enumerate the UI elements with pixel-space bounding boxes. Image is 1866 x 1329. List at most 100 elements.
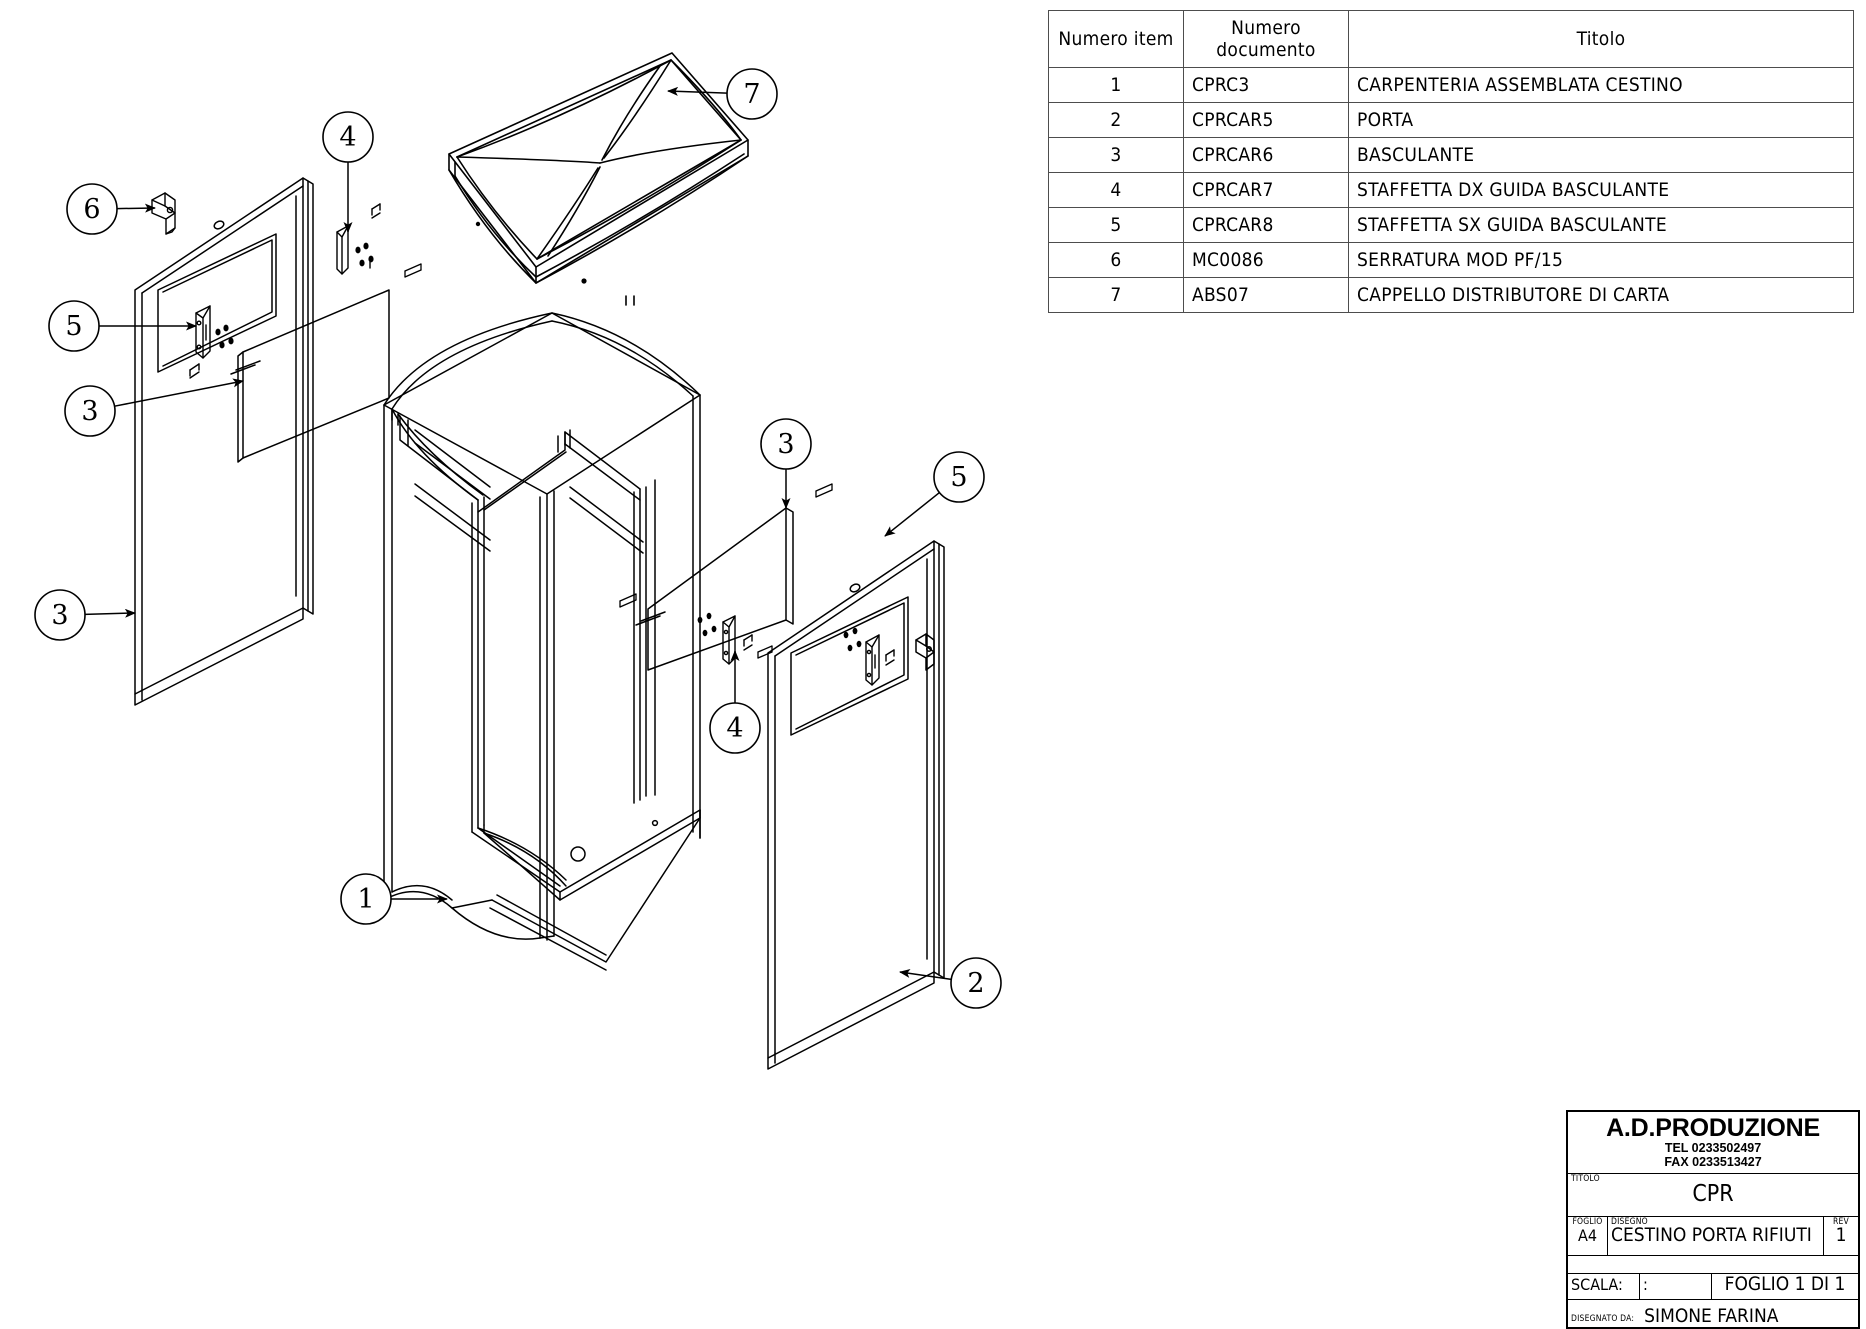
part-staffetta-dx-right: [722, 615, 753, 665]
balloon-label: 3: [81, 396, 98, 427]
balloon-circle: [322, 111, 374, 163]
disegno-cell: DISEGNO CESTINO PORTA RIFIUTI: [1608, 1216, 1824, 1255]
bom-cell-titolo: STAFFETTA SX GUIDA BASCULANTE: [1348, 207, 1854, 243]
balloon-label: 3: [51, 600, 68, 631]
bom-cell-titolo: STAFFETTA DX GUIDA BASCULANTE: [1348, 172, 1854, 208]
leader-line: [114, 378, 244, 407]
balloon-label: 5: [950, 462, 967, 493]
titolo-label: TITOLO: [1571, 1173, 1600, 1184]
bom-cell-item: 7: [1048, 277, 1184, 313]
foglio-value: A4: [1578, 1226, 1597, 1246]
rev-label: REV: [1833, 1216, 1849, 1227]
bom-cell-titolo: CARPENTERIA ASSEMBLATA CESTINO: [1348, 67, 1854, 103]
balloon-label: 4: [339, 122, 356, 153]
balloon-circle: [34, 589, 86, 641]
bom-cell-titolo: BASCULANTE: [1348, 137, 1854, 173]
foglio-cell: FOGLIO A4: [1568, 1216, 1608, 1255]
title-block: A.D.PRODUZIONE TEL 0233502497 FAX 023351…: [1566, 1110, 1860, 1329]
title-block-titolo-row: TITOLO CPR: [1568, 1174, 1858, 1217]
scala-value-cell: :: [1640, 1273, 1712, 1299]
loose-fasteners: [404, 263, 833, 659]
title-block-disegnato-da-row: DISEGNATO DA: SIMONE FARINA: [1568, 1300, 1858, 1327]
part-staffetta-sx-right: [843, 627, 895, 686]
balloon-callout-1[interactable]: 1: [340, 873, 448, 925]
bom-cell-documento: MC0086: [1183, 242, 1349, 278]
part-staffetta-dx-left: [336, 203, 381, 275]
balloon-callout-6[interactable]: 6: [66, 183, 156, 235]
company-name: A.D.PRODUZIONE: [1606, 1114, 1820, 1142]
scala-label: SCALA:: [1571, 1274, 1623, 1294]
bom-cell-titolo: CAPPELLO DISTRIBUTORE DI CARTA: [1348, 277, 1854, 313]
balloon-circle: [340, 873, 392, 925]
scala-label-cell: SCALA:: [1568, 1273, 1640, 1299]
bom-cell-item: 4: [1048, 172, 1184, 208]
balloon-callout-7[interactable]: 7: [667, 68, 778, 120]
balloon-circle: [709, 702, 761, 754]
disegnato-da-label: DISEGNATO DA:: [1571, 1314, 1635, 1325]
balloon-circle: [933, 451, 985, 503]
part-staffetta-sx-left: [189, 305, 234, 379]
bom-cell-item: 3: [1048, 137, 1184, 173]
disegnato-da-value-cell: SIMONE FARINA: [1637, 1306, 1781, 1327]
technical-drawing-canvas: 1 2 3 3 3 4 4 5 5 6 7: [34, 52, 1002, 1070]
bom-cell-documento: ABS07: [1183, 277, 1349, 313]
foglio-di-value: FOGLIO 1 DI 1: [1724, 1272, 1846, 1295]
disegnato-da-label-cell: DISEGNATO DA:: [1568, 1314, 1637, 1327]
company-tel: TEL 0233502497: [1664, 1141, 1762, 1155]
bom-cell-titolo: SERRATURA MOD PF/15: [1348, 242, 1854, 278]
balloon-callout-5[interactable]: 5: [48, 300, 197, 352]
balloon-callout-4[interactable]: 4: [322, 111, 374, 233]
part-porta-left: [134, 177, 314, 706]
part-basculante-right: [635, 507, 794, 671]
foglio-label: FOGLIO: [1572, 1216, 1603, 1227]
col-header-numero-documento: Numero documento: [1183, 10, 1349, 68]
col-header-numero-item: Numero item: [1048, 10, 1184, 68]
bom-cell-documento: CPRC3: [1183, 67, 1349, 103]
title-block-disegno-row: FOGLIO A4 DISEGNO CESTINO PORTA RIFIUTI …: [1568, 1216, 1858, 1256]
disegno-label: DISEGNO: [1611, 1216, 1648, 1227]
part-serratura: [151, 192, 176, 235]
rev-value: 1: [1835, 1224, 1847, 1247]
bom-cell-titolo: PORTA: [1348, 102, 1854, 138]
titolo-value: CPR: [1692, 1181, 1734, 1208]
balloon-label: 1: [357, 884, 374, 915]
part-porta-right: [767, 540, 945, 1070]
title-block-blank-row: [1568, 1256, 1858, 1274]
leader-line: [84, 608, 136, 618]
part-cappello-distributore: [448, 52, 749, 306]
bom-cell-documento: CPRCAR7: [1183, 172, 1349, 208]
balloon-callout-3[interactable]: 3: [64, 378, 244, 437]
balloon-callout-2[interactable]: 2: [899, 957, 1002, 1009]
bom-cell-item: 5: [1048, 207, 1184, 243]
disegnato-da-value: SIMONE FARINA: [1644, 1304, 1779, 1327]
balloon-circle: [950, 957, 1002, 1009]
balloon-label: 5: [65, 311, 82, 342]
balloon-label: 3: [777, 429, 794, 460]
balloon-callout-4[interactable]: 4: [709, 650, 761, 754]
bom-cell-documento: CPRCAR6: [1183, 137, 1349, 173]
part-basculante-left: [230, 289, 390, 463]
table-header-row: Numero item Numero documento Titolo: [1048, 10, 1854, 68]
balloon-callout-3[interactable]: 3: [34, 589, 136, 641]
scala-value: :: [1643, 1274, 1648, 1294]
disegno-value: CESTINO PORTA RIFIUTI: [1611, 1224, 1812, 1247]
part-serratura-installed: [915, 633, 935, 671]
balloon-callout-5[interactable]: 5: [884, 451, 985, 537]
balloon-callout-3[interactable]: 3: [760, 418, 812, 509]
leader-line: [116, 203, 156, 213]
leader-line: [667, 86, 728, 96]
bom-cell-documento: CPRCAR5: [1183, 102, 1349, 138]
balloon-label: 2: [967, 968, 984, 999]
balloon-label: 4: [726, 713, 743, 744]
balloon-circle: [726, 68, 778, 120]
balloon-circle: [760, 418, 812, 470]
rev-cell: REV 1: [1824, 1217, 1858, 1255]
title-block-company-row: A.D.PRODUZIONE TEL 0233502497 FAX 023351…: [1568, 1112, 1858, 1174]
bom-cell-item: 6: [1048, 242, 1184, 278]
